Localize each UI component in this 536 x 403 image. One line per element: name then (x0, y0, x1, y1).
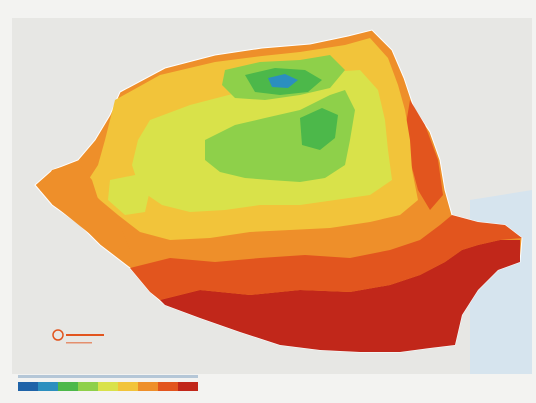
region-class-3-central (300, 108, 338, 150)
region-class-7-west (40, 162, 130, 250)
legend-swatch-8 (158, 382, 178, 391)
legend-swatch-6 (118, 382, 138, 391)
legend-swatch-5 (98, 382, 118, 391)
legend-swatch-7 (138, 382, 158, 391)
sun-logo-icon (52, 329, 104, 344)
legend-swatch-9 (178, 382, 198, 391)
legend-swatch-1 (18, 382, 38, 391)
region-class-8-east (405, 100, 443, 210)
region-class-8 (130, 215, 522, 300)
region-class-5-west (108, 175, 150, 215)
legend-swatch-3 (58, 382, 78, 391)
region-class-2 (268, 74, 298, 88)
legend-swatch-4 (78, 382, 98, 391)
region-class-9 (160, 240, 520, 352)
legend-colour-bar (18, 382, 198, 391)
legend-title-rule (18, 375, 198, 378)
legend-swatch-2 (38, 382, 58, 391)
